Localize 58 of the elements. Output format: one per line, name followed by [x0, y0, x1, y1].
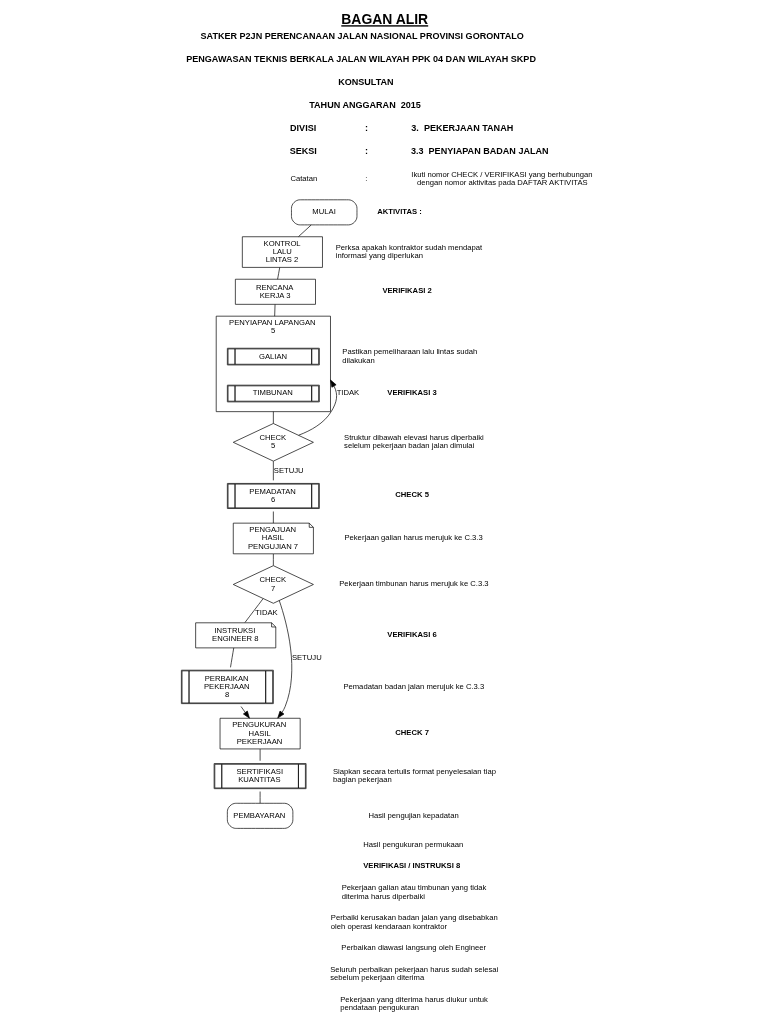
arrow [297, 379, 337, 436]
connector [273, 304, 275, 317]
connector [272, 553, 274, 566]
label: Perksa apakah kontraktor sudah mendapat informasi yang diperlukan [335, 242, 482, 261]
connector [244, 598, 263, 623]
node-box: PEMBAYARAN [226, 802, 293, 829]
label: : [364, 123, 368, 134]
label: Siapkan secara tertulis format penyelesaian tiap bagian pekerjaan [332, 766, 496, 785]
label: KONSULTAN [337, 77, 394, 88]
label: Perbaikan diawasi langsung oleh Engineer [340, 943, 486, 953]
label: 3.3 PENYIAPAN BADAN JALAN [410, 146, 549, 157]
connector [276, 267, 280, 280]
connector [297, 224, 312, 237]
node-diamond: CHECK 5 [232, 423, 314, 462]
label: Pastikan pemeliharaan lalu lintas sudah dilakukan [341, 347, 477, 365]
connector [259, 748, 260, 762]
label: DIVISI [289, 123, 316, 134]
node-box: MULAI [290, 199, 357, 226]
label: Perbaiki kerusakan badan jalan yang disebabkan oleh operasi kendaraan kontraktor [330, 913, 498, 931]
label: Seluruh perbaikan pekerjaan harus sudah selesai sebelum pekerjaan diterima [329, 964, 498, 983]
label: VERIFIKASI 3 [386, 387, 437, 397]
label: CHECK 5 [394, 490, 429, 500]
label: SEKSI [289, 146, 317, 157]
edge-label: TIDAK [336, 388, 359, 398]
label: : [364, 173, 367, 183]
label: PENGAWASAN TEKNIS BERKALA JALAN WILAYAH PPK 04 DAN WILAYAH SKPD [185, 54, 536, 65]
arrow [276, 600, 292, 719]
label: Pekerjaan galian atau timbunan yang tidak diterima harus diperbaiki [341, 883, 486, 901]
label: 3. PEKERJAAN TANAH [410, 123, 513, 134]
node-diamond: CHECK 7 [232, 565, 314, 604]
label: Pekerjaan galian harus merujuk ke C.3.3 [343, 533, 483, 543]
label: CHECK 7 [394, 727, 429, 737]
label: AKTIVITAS : [376, 206, 422, 216]
arrow [240, 706, 250, 719]
diagram-title: BAGAN ALIR [340, 11, 428, 28]
label: Pekerjaan yang diterima harus diukur untuk pendataan pengukuran [339, 994, 488, 1013]
label: VERIFIKASI 2 [381, 286, 432, 296]
label: Ikuti nomor CHECK / VERIFIKASI yang berhubungan dengan nomor aktivitas pada DAFTAR AKTIVITAS [410, 169, 593, 188]
edge-label: SETUJU [291, 652, 322, 662]
edge-label: SETUJU [273, 465, 304, 475]
connector [272, 411, 274, 424]
connector [272, 511, 274, 524]
edge-label: TIDAK [254, 608, 278, 617]
label: Hasil pengujian kepadatan [367, 810, 459, 820]
label: Pekerjaan timbunan harus merujuk ke C.3.3 [338, 579, 489, 589]
label: VERIFIKASI / INSTRUKSI 8 [362, 860, 460, 870]
label: Catatan [289, 173, 317, 183]
label: : [364, 146, 368, 157]
label: VERIFIKASI 6 [386, 629, 437, 639]
node-box: RENCANA KERJA 3 [234, 278, 316, 305]
label: Hasil pengukuran permukaan [362, 840, 463, 850]
node-box: PENGUKURAN HASIL PEKERJAAN [219, 717, 301, 750]
connector [229, 647, 234, 668]
label: SATKER P2JN PERENCANAAN JALAN NASIONAL PROVINSI GORONTALO [200, 31, 524, 42]
label: TAHUN ANGGARAN 2015 [308, 100, 421, 111]
label: Struktur dibawah elevasi harus diperbaiki selelum pekerjaan badan jalan dimulai [343, 433, 484, 451]
node-box: KONTROL LALU LINTAS 2 [241, 236, 323, 268]
label: Pemadatan badan jalan merujuk ke C.3.3 [342, 681, 484, 691]
